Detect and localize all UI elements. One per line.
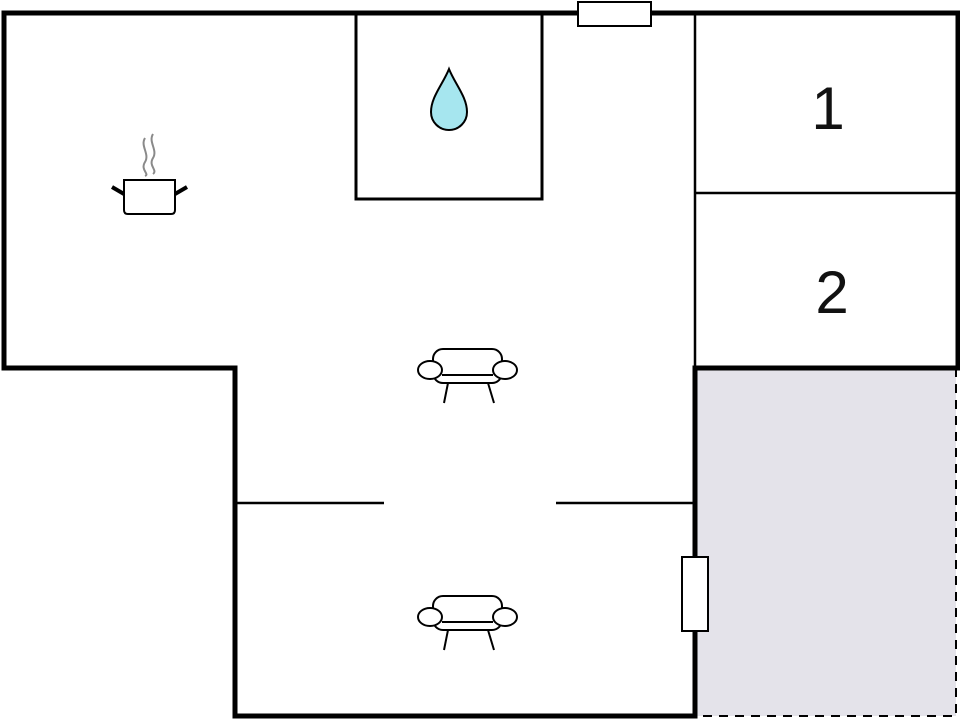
window-side <box>681 556 709 632</box>
terrace-dashed-border <box>695 368 957 717</box>
window-top <box>577 1 652 27</box>
terrace-area <box>695 368 956 716</box>
bathroom-wall <box>354 13 544 201</box>
bedroom-2-label: 2 <box>815 259 848 326</box>
sofa-icon <box>417 348 518 404</box>
outer-wall <box>1 10 960 719</box>
cooking-pot-icon <box>110 133 189 215</box>
bedroom-1-label: 1 <box>811 75 844 142</box>
water-drop-icon <box>429 66 469 132</box>
sofa-icon <box>417 595 518 651</box>
